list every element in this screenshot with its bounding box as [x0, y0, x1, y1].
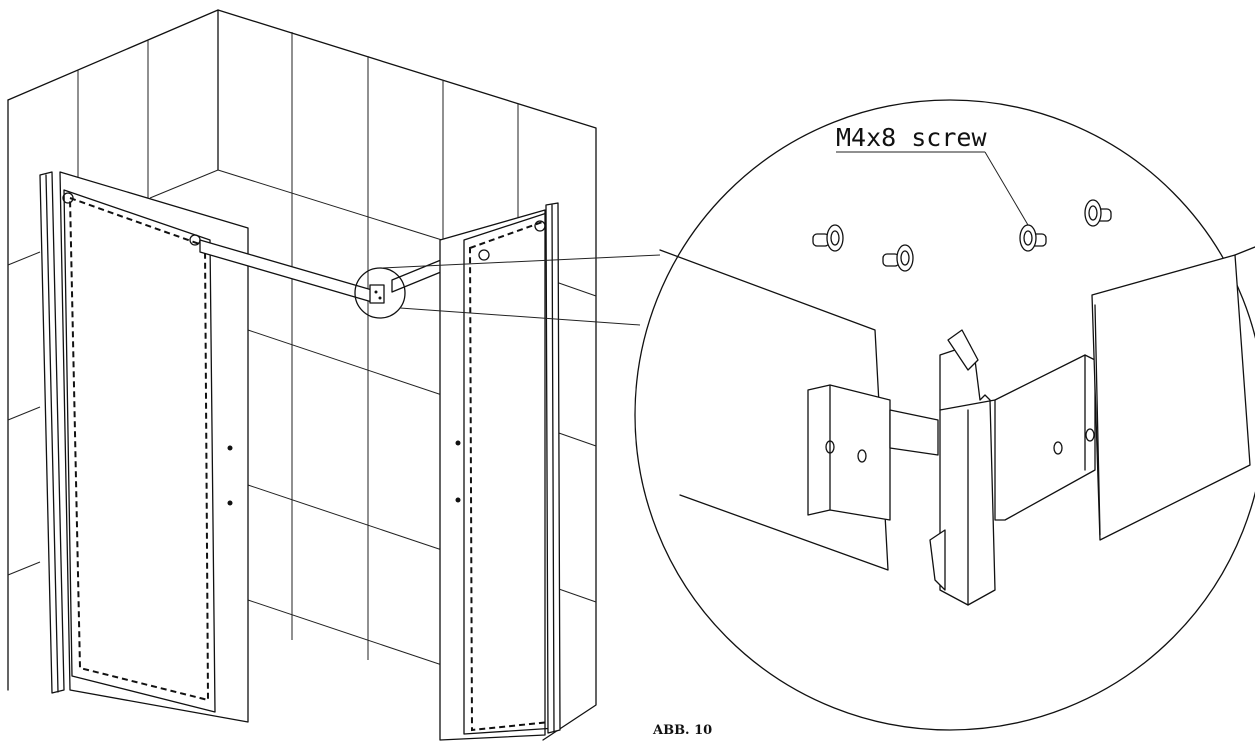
left-wall-profile: [39, 171, 65, 694]
detail-screws: [812, 199, 1112, 272]
screw-4: [1084, 199, 1112, 227]
detail-callout: M4x8 screw: [634, 99, 1255, 731]
detail-right-glass: [1091, 246, 1255, 541]
detail-bracket-bar: [889, 354, 1096, 521]
detail-leader-lines: [381, 254, 661, 326]
detail-connector: [929, 329, 996, 606]
screw-2: [882, 244, 914, 272]
screw-label: M4x8 screw: [836, 123, 987, 152]
screw-3: [1019, 224, 1047, 252]
screw-label-leader: [836, 151, 1029, 226]
detail-marker-circle: [354, 267, 406, 319]
screw-1: [812, 224, 844, 252]
right-wall-profile: [545, 202, 561, 734]
detail-circle: [634, 99, 1255, 731]
detail-left-glass: [659, 249, 891, 571]
left-glass-panel: [59, 171, 249, 723]
enclosure-view: [7, 9, 597, 741]
right-glass-panel: [439, 209, 557, 741]
figure-caption: ABB. 10: [652, 723, 712, 738]
